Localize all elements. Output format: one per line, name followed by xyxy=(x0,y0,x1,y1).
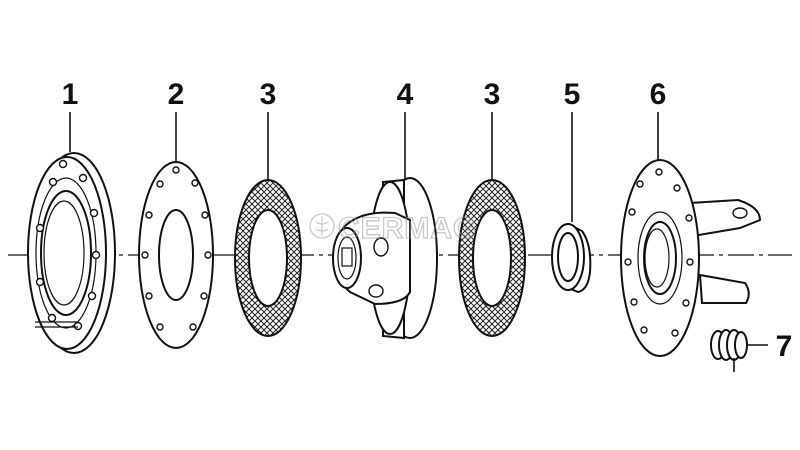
part-2-gasket xyxy=(138,161,214,349)
label-part-3-left: 3 xyxy=(260,78,277,111)
label-part-1: 1 xyxy=(62,78,79,111)
leader-lines xyxy=(69,112,768,346)
watermark: CERMAG xyxy=(309,211,477,246)
part-3-friction-disc-right xyxy=(458,179,526,337)
label-part-6: 6 xyxy=(650,78,667,111)
part-4-hub xyxy=(332,177,438,340)
label-part-3-right: 3 xyxy=(484,78,501,111)
label-part-4: 4 xyxy=(397,78,414,111)
part-5-spacer-ring xyxy=(551,223,592,294)
label-part-2: 2 xyxy=(168,78,185,111)
svg-text:CERMAG: CERMAG xyxy=(338,212,477,245)
label-part-7: 7 xyxy=(776,330,793,363)
part-3-friction-disc-left xyxy=(234,179,302,337)
part-1-flange-housing xyxy=(27,152,116,354)
part-number-labels: 1 2 3 4 3 5 6 7 xyxy=(62,78,793,363)
label-part-5: 5 xyxy=(564,78,581,111)
part-7-spring xyxy=(710,329,748,372)
part-6-yoke-flange xyxy=(620,159,762,357)
